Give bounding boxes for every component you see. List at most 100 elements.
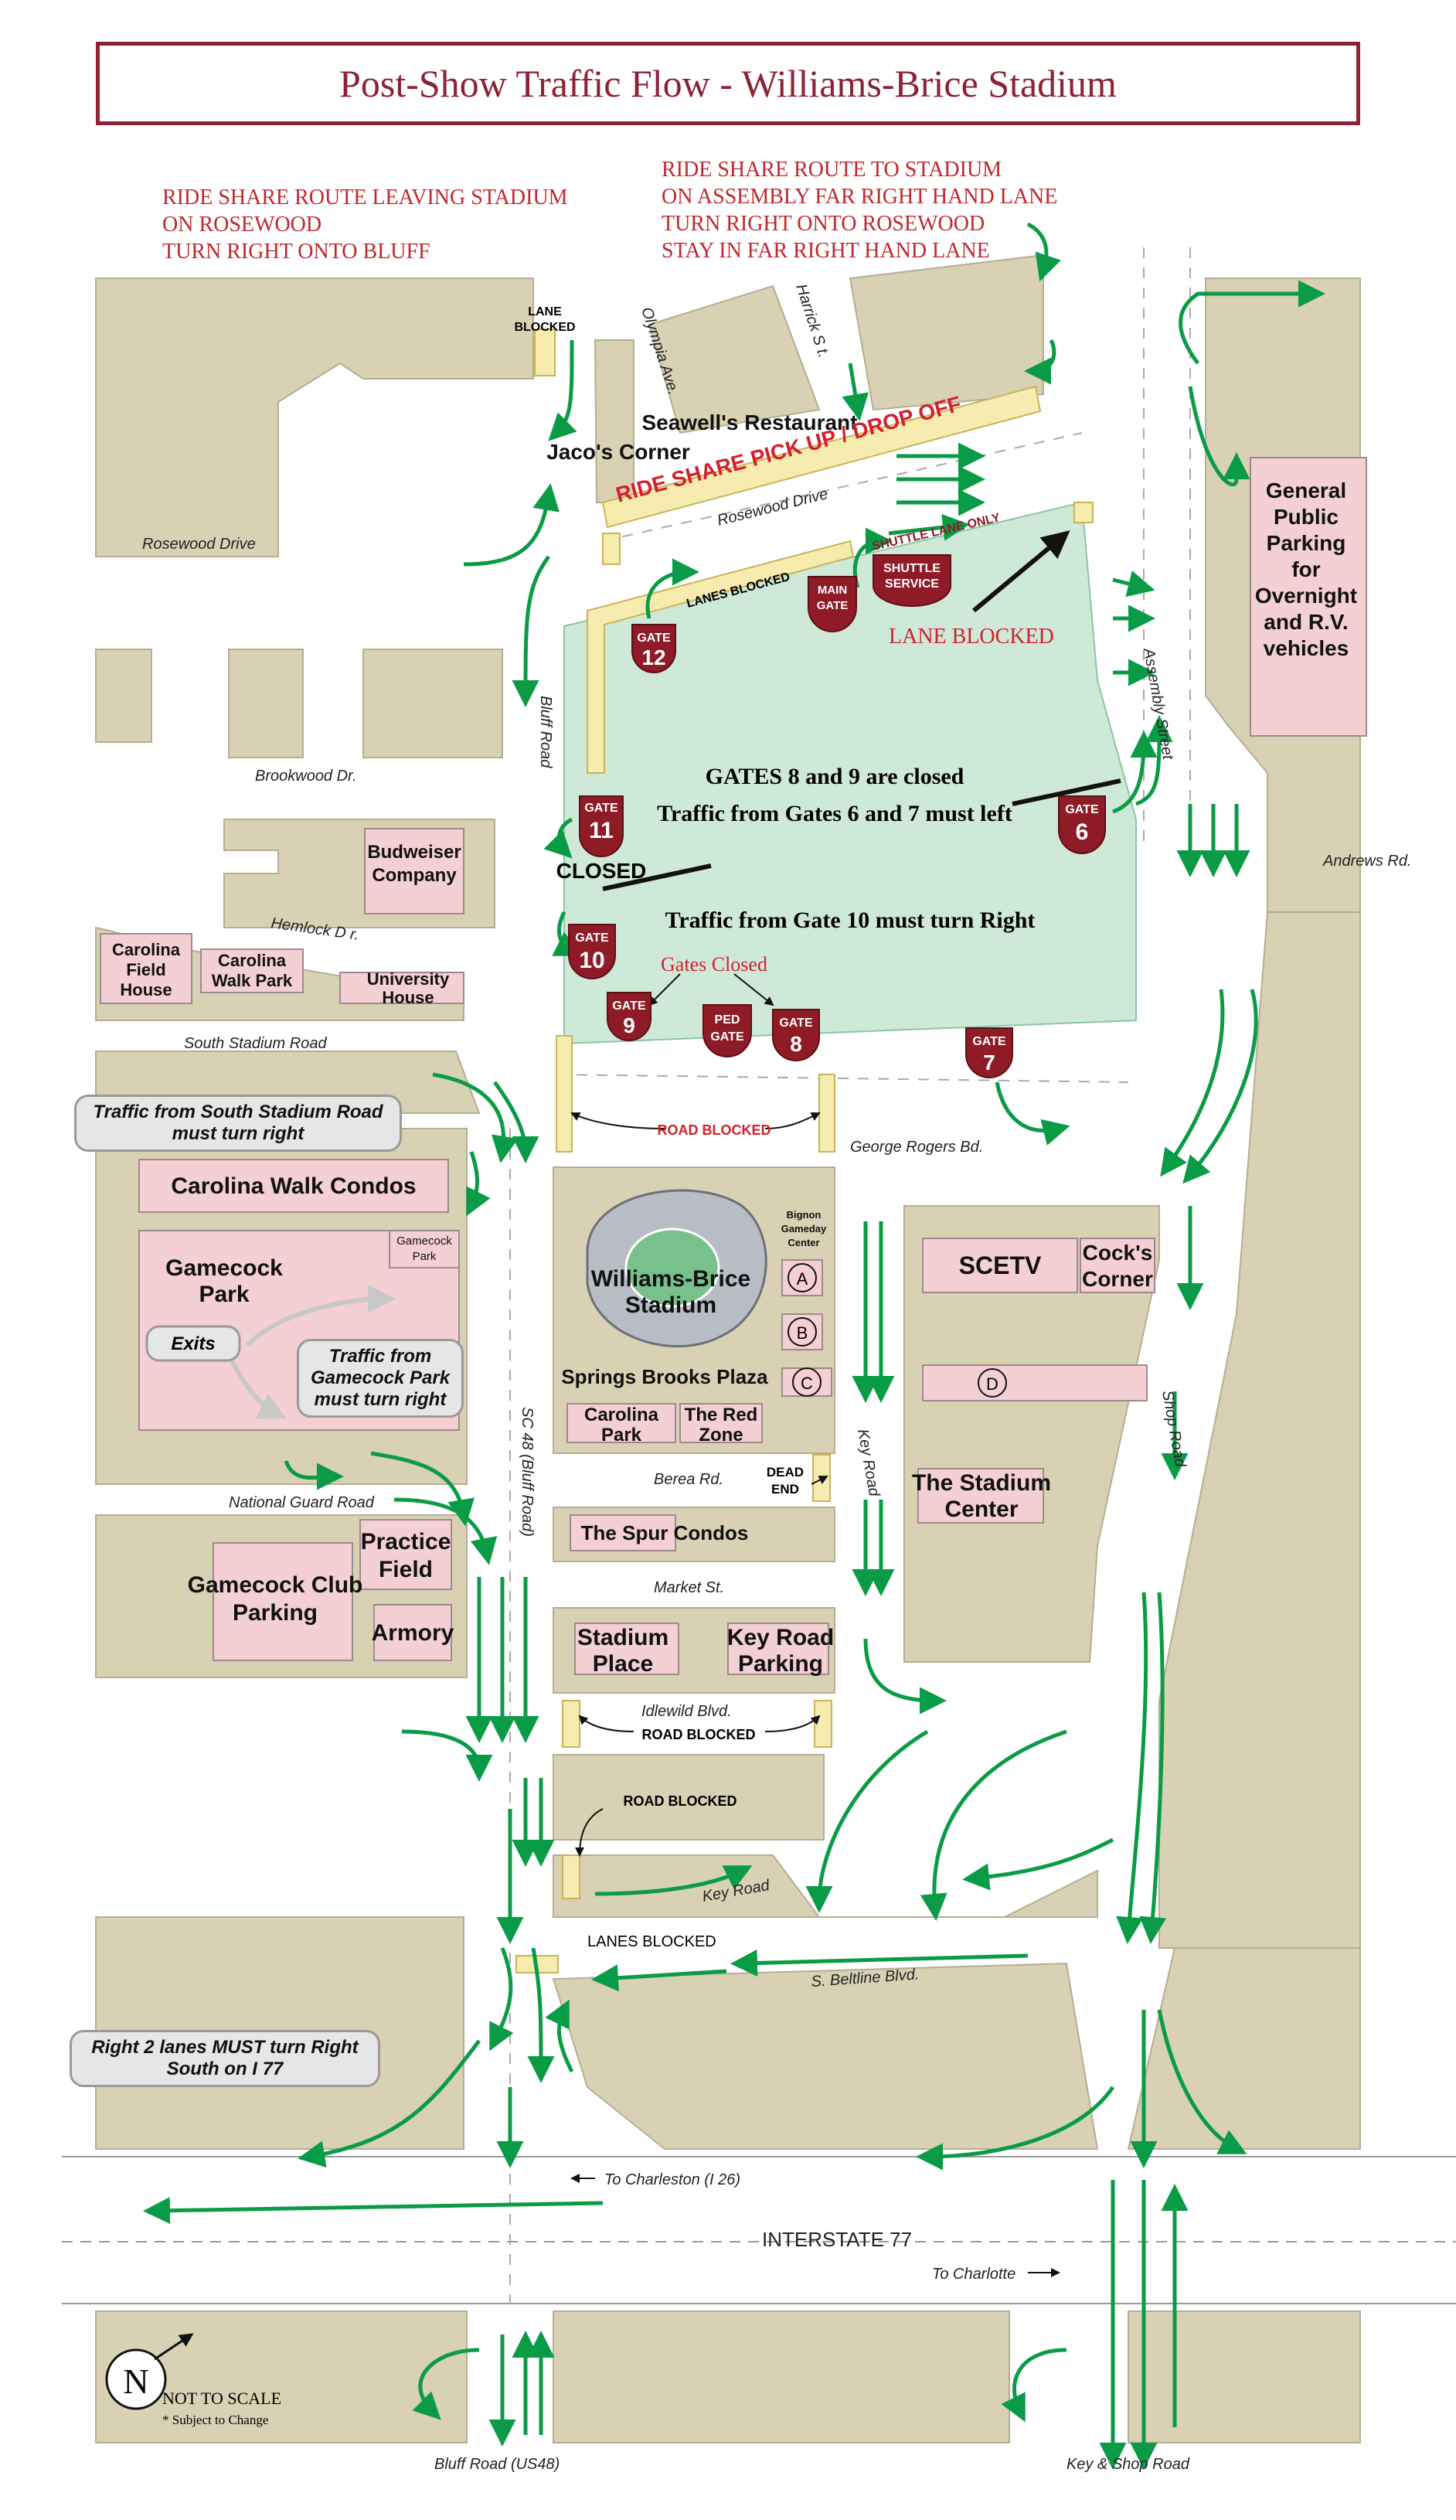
stadium-place-line: Stadium	[577, 1625, 668, 1650]
gates-closed-arrow-8	[733, 973, 774, 1006]
gate-6-shape	[1058, 795, 1106, 854]
cocks-corner-line: Cock's	[1083, 1241, 1153, 1265]
idlewild-label: Idlewild Blvd.	[641, 1703, 732, 1720]
note-line: RIDE SHARE ROUTE LEAVING STADIUM	[162, 186, 568, 209]
red-zone-line: The Red	[685, 1405, 758, 1425]
route-arrows	[143, 222, 1325, 2470]
arrow-route	[1188, 386, 1250, 487]
callout-line: Traffic from	[328, 1346, 432, 1367]
shuttle-gate-shape	[873, 554, 951, 607]
callout-line: South on I 77	[166, 2059, 284, 2079]
callout-line: must turn right	[172, 1123, 304, 1144]
road-blocked-key-label: ROAD BLOCKED	[624, 1793, 737, 1809]
barrier-idlewild-e	[814, 1700, 832, 1748]
harrick-label: Harrick S t.	[792, 282, 832, 360]
arrow-route	[284, 1460, 344, 1490]
barrier-lane-blocked-top	[534, 329, 556, 376]
key-road-parking-building	[727, 1623, 829, 1675]
national-guard-label: National Guard Road	[229, 1494, 375, 1511]
block-brookwood-2	[228, 649, 304, 758]
gate-shapes	[568, 554, 1106, 1078]
road-blocked-idlewild-label: ROAD BLOCKED	[642, 1727, 756, 1742]
note-line: STAY IN FAR RIGHT HAND LANE	[662, 239, 990, 263]
gamecock-park-line: Park	[199, 1282, 249, 1307]
gate-12-number: 12	[641, 645, 665, 669]
arrow-route	[1112, 730, 1158, 814]
university-house-building	[339, 972, 464, 1004]
arrow-route	[962, 1837, 1114, 1891]
road-blocked-arrow-e	[764, 1112, 821, 1129]
dead-end-line: DEAD	[767, 1465, 804, 1480]
general-parking-line: Overnight	[1255, 584, 1357, 608]
main-gate-label-2: GATE	[817, 599, 849, 612]
block-olympia	[648, 284, 821, 434]
scetv-building	[922, 1238, 1078, 1293]
road-blocked-arrow-w	[570, 1112, 665, 1129]
closed-label: CLOSED	[556, 859, 647, 883]
lanes-blocked-beltline-label: LANES BLOCKED	[587, 1933, 716, 1950]
arrow-route	[370, 1451, 475, 1527]
main-gate-label: MAIN	[818, 584, 847, 597]
gate-12-label: GATE	[637, 632, 671, 645]
arrow-route	[594, 1865, 753, 1896]
gate-7-number: 7	[983, 1051, 995, 1074]
title-box: Post-Show Traffic Flow - Williams-Brice …	[96, 42, 1360, 125]
budweiser-line: Company	[372, 865, 457, 886]
callout-line: must turn right	[314, 1389, 447, 1410]
gamecock-club-line: Gamecock Club	[188, 1572, 363, 1598]
gates-6-7-left-label: Traffic from Gates 6 and 7 must left	[657, 801, 1012, 826]
springs-brooks-label: Springs Brooks Plaza	[561, 1365, 768, 1388]
barrier-dead-end	[812, 1454, 831, 1502]
arrow-route	[645, 558, 699, 619]
stadium-center-line: The Stadium	[912, 1470, 1051, 1496]
note-line: RIDE SHARE ROUTE TO STADIUM	[662, 158, 1002, 182]
gates-6-7-bar	[1012, 778, 1121, 806]
arrow-route	[995, 1081, 1070, 1146]
arrow-route	[1001, 2348, 1067, 2423]
jacos-label: Jaco's Corner	[546, 440, 690, 464]
right-two-lanes-callout: Right 2 lanes MUST turn Right South on I…	[70, 2030, 380, 2087]
ped-gate-label: PED	[715, 1013, 740, 1027]
interstate-label: INTERSTATE 77	[762, 2228, 912, 2251]
rosewood-drive-label: Rosewood Drive	[142, 536, 256, 553]
stadium-line: Stadium	[625, 1292, 716, 1318]
note-line: TURN RIGHT ONTO ROSEWOOD	[662, 212, 985, 236]
barrier-ride-share-zone	[601, 385, 1042, 529]
main-gate-shape	[808, 576, 857, 632]
arrow-route	[1157, 2009, 1247, 2154]
arrow-route	[298, 2039, 481, 2168]
walk-condos-building	[138, 1159, 449, 1213]
arrow-route	[916, 2086, 1115, 2171]
interstate-road	[62, 2156, 1456, 2304]
shop-road-label: Shop Road	[1158, 1389, 1189, 1469]
block-idlewild-s	[553, 1754, 825, 1841]
barrier-key	[562, 1854, 580, 1899]
black-arrows	[602, 530, 1121, 891]
university-house-line: House	[382, 988, 434, 1007]
berea-label: Berea Rd.	[654, 1471, 723, 1488]
arrow-route	[1139, 1592, 1167, 1944]
arrow-route	[1112, 570, 1155, 598]
north-arrow-icon	[154, 2333, 194, 2361]
arrow-route	[489, 1947, 514, 2052]
arrow-route	[527, 1947, 555, 2083]
barrier-idlewild-w	[562, 1700, 580, 1748]
arrow-route	[393, 1497, 498, 1565]
arrow-route	[1026, 222, 1061, 282]
barrier-shuttle	[1073, 502, 1094, 523]
note-line: TURN RIGHT ONTO BLUFF	[162, 240, 430, 264]
block-beltline-s	[552, 1962, 1099, 2150]
exit-arrows	[230, 1285, 396, 1419]
general-parking-building	[1250, 457, 1367, 737]
arrow-route	[1024, 339, 1056, 385]
stadium-center-line: Center	[944, 1497, 1018, 1522]
budweiser-building	[364, 828, 464, 914]
barrier-george-e	[818, 1074, 835, 1153]
gates-closed-label: Gates Closed	[661, 953, 767, 976]
callout-line: Gamecock Park	[310, 1367, 451, 1388]
general-parking-line: General	[1266, 478, 1346, 502]
key-road-parking-line: Key Road	[727, 1625, 834, 1650]
gamecock-park-small-line: Park	[413, 1250, 437, 1263]
arrow-route	[545, 1999, 574, 2073]
lot-d-label: D	[986, 1374, 998, 1394]
